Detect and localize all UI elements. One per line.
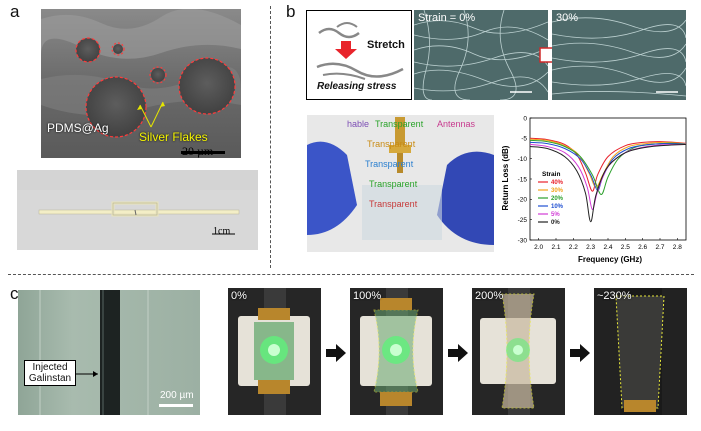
x-tick-label: 2.5 — [621, 244, 630, 251]
stage-label-200: 200% — [475, 290, 504, 302]
legend-label-30pct: 30% — [551, 188, 564, 194]
panel-label-c: c — [10, 284, 19, 303]
legend-label-5pct: 5% — [551, 212, 560, 218]
sem-scale-bar-label: 20 µm — [182, 144, 214, 158]
injected-galinstan-label: Injected Galinstan — [24, 360, 76, 386]
legend-label-0pct: 0% — [551, 220, 560, 226]
antenna-word-5: Transparent — [369, 179, 418, 189]
fiber-image-0: Strain = 0% — [414, 10, 548, 100]
legend-label-20pct: 20% — [551, 196, 564, 202]
sem-image: PDMS@Ag Silver Flakes — [41, 9, 241, 158]
fiber-schematic-drawing — [316, 22, 404, 80]
legend-label-40pct: 40% — [551, 180, 564, 186]
fiber-texture-0 — [414, 10, 548, 100]
chart-legend-title: Strain — [542, 171, 560, 178]
x-tick-label: 2.3 — [586, 244, 595, 251]
antenna-word-2: Antennas — [437, 119, 476, 129]
x-tick-label: 2.2 — [569, 244, 578, 251]
stage-label-0: 0% — [231, 290, 247, 302]
strip-scale-bar-label: 1cm — [213, 226, 231, 237]
strain-30-label: 30% — [556, 12, 579, 24]
microchannel-drawing — [18, 290, 200, 415]
chart-x-axis-label: Frequency (GHz) — [578, 255, 642, 264]
chart-series — [529, 137, 687, 223]
release-label: Releasing stress — [317, 81, 397, 92]
antenna-word-1: Transparent — [375, 119, 424, 129]
y-tick-label: 0 — [523, 115, 527, 122]
chart-axes: 2.0 2.1 2.2 2.3 2.4 2.5 2.6 2.7 2.8 0 -5 -10 -15 -20 -… — [518, 115, 687, 251]
stage-arrow-1 — [326, 344, 346, 367]
stage-0-drawing — [228, 288, 321, 415]
antenna-word-4: Transparent — [365, 159, 414, 169]
return-loss-chart: 2.0 2.1 2.2 2.3 2.4 2.5 2.6 2.7 2.8 0 -5 -10 -15 -20 -… — [501, 115, 687, 264]
y-tick-label: -20 — [518, 197, 528, 204]
stage-photo-200: 200% — [472, 288, 565, 415]
strain-0-label: Strain = 0% — [418, 12, 476, 24]
stage-arrow-3 — [570, 344, 590, 367]
chart-plot-frame — [529, 117, 687, 241]
stage-100-drawing — [350, 288, 443, 415]
panel-divider-horizontal — [8, 274, 694, 275]
panel-label-a: a — [10, 2, 20, 21]
x-tick-label: 2.1 — [551, 244, 560, 251]
stage-230-drawing — [594, 288, 687, 415]
chart-legend: 40% 30% 20% 10% 5% 0% — [538, 180, 564, 226]
stage-photo-0: 0% — [228, 288, 321, 415]
antenna-word-0: hable — [347, 119, 370, 129]
sem-image-texture — [41, 9, 241, 158]
panel-label-b: b — [286, 2, 296, 21]
chart-y-axis-label: Return Loss (dB) — [501, 145, 510, 210]
strip-antenna-drawing — [17, 170, 258, 250]
sem-label-flakes: Silver Flakes — [139, 130, 208, 144]
x-tick-label: 2.8 — [673, 244, 682, 251]
series-line-30pct — [529, 138, 687, 188]
y-tick-label: -30 — [518, 237, 528, 244]
stage-200-drawing — [472, 288, 565, 415]
series-line-0pct — [529, 143, 687, 223]
stretch-schematic: Stretch Releasing stress — [306, 10, 412, 100]
x-tick-label: 2.7 — [655, 244, 664, 251]
fiber-texture-30 — [552, 10, 686, 100]
stretch-label: Stretch — [367, 39, 405, 51]
microchannel-image: Injected Galinstan 200 µm — [18, 290, 200, 415]
x-tick-label: 2.6 — [638, 244, 647, 251]
antenna-photo-drawing — [307, 115, 494, 252]
strip-photo: 1cm — [17, 170, 258, 250]
antenna-word-3: Transparent — [367, 139, 416, 149]
antenna-photo: hable Transparent Antennas Transparent T… — [307, 115, 494, 252]
y-tick-label: -25 — [518, 217, 528, 224]
stage-photo-100: 100% — [350, 288, 443, 415]
panel-divider-vertical — [270, 6, 271, 268]
y-tick-label: -15 — [518, 176, 528, 183]
sem-label-particle: PDMS@Ag — [47, 121, 109, 135]
x-tick-label: 2.0 — [534, 244, 543, 251]
x-tick-label: 2.4 — [603, 244, 612, 251]
y-tick-label: -5 — [521, 136, 527, 143]
stage-label-230: ~230% — [597, 290, 632, 302]
stage-label-100: 100% — [353, 290, 382, 302]
stage-arrow-2 — [448, 344, 468, 367]
y-tick-label: -10 — [518, 156, 528, 163]
fiber-image-30: 30% — [552, 10, 686, 100]
antenna-word-6: Transparent — [369, 199, 418, 209]
legend-label-10pct: 10% — [551, 204, 564, 210]
stage-photo-230: ~230% — [594, 288, 687, 415]
microchannel-scale-label: 200 µm — [160, 390, 194, 401]
